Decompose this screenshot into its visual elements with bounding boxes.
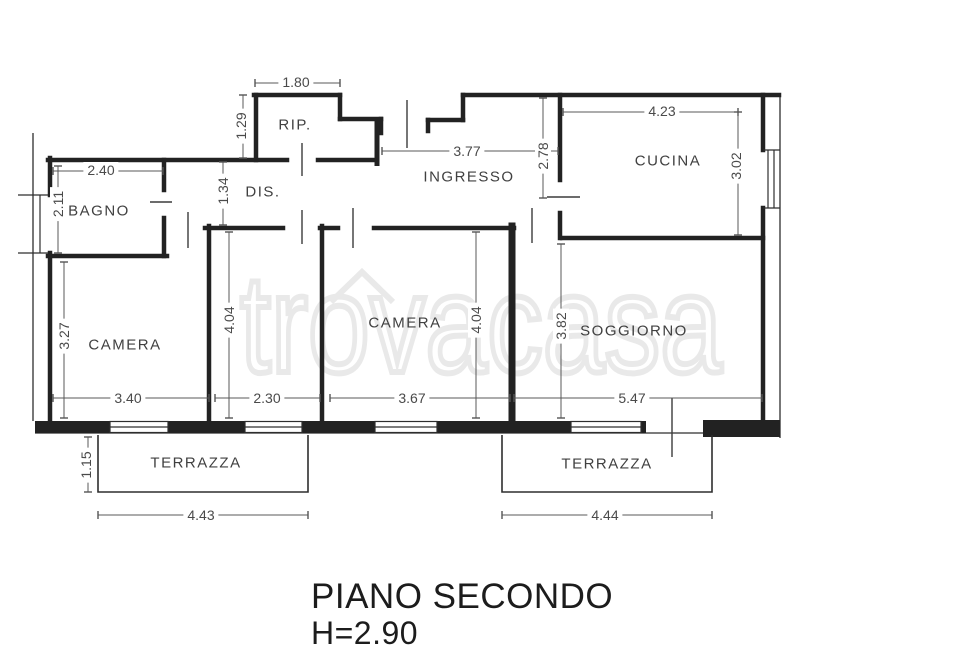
room-label-terrazza-left: TERRAZZA: [150, 454, 242, 472]
dim-bagno-width: 2.40: [83, 162, 119, 178]
dim-terrazza-right-width: 4.44: [587, 507, 623, 523]
room-label-ingresso: INGRESSO: [423, 168, 515, 186]
room-label-soggiorno: SOGGIORNO: [580, 322, 688, 340]
terrazza-left-outline: [97, 435, 309, 493]
window-camera-left: [109, 420, 169, 434]
walls: [45, 92, 782, 424]
dim-dis-width: 1.34: [215, 173, 231, 209]
terraces: [97, 435, 713, 493]
doors: [150, 100, 673, 457]
window-bagno-left: [18, 194, 48, 254]
window-cucina-right: [763, 149, 780, 209]
windows: [18, 149, 780, 434]
dim-terrazza-left-width: 4.43: [183, 507, 219, 523]
dim-middle-height: 4.04: [221, 302, 237, 338]
room-label-camera-left: CAMERA: [88, 336, 162, 354]
terrazza-right-outline: [501, 435, 713, 493]
dim-middle-width: 2.30: [249, 390, 285, 406]
watermark-house-roof-icon: [328, 267, 396, 305]
room-label-camera-mid: CAMERA: [368, 314, 442, 332]
dim-cucina-width: 4.23: [644, 103, 680, 119]
bottom-wall: [35, 420, 780, 437]
dim-bagno-height: 2.11: [50, 186, 66, 222]
window-middle-room: [244, 420, 303, 434]
window-soggiorno: [570, 420, 642, 434]
room-label-rip: RIP.: [278, 116, 312, 134]
dim-camera-left-width: 3.40: [110, 390, 146, 406]
window-camera-mid: [374, 420, 438, 434]
floor-height: H=2.90: [311, 615, 419, 651]
dim-camera-mid-width: 3.67: [394, 390, 430, 406]
dim-camera-mid-height: 4.04: [468, 302, 484, 338]
dim-soggiorno-height: 3.82: [553, 308, 569, 344]
room-label-cucina: CUCINA: [634, 152, 702, 170]
dim-camera-left-height: 3.27: [56, 318, 72, 354]
dim-cucina-height: 3.02: [728, 148, 744, 184]
dim-soggiorno-width: 5.47: [614, 390, 650, 406]
dim-ingresso-height: 2.78: [535, 138, 551, 174]
room-label-dis: DIS.: [245, 183, 281, 201]
dim-terrazza-left-height: 1.15: [78, 447, 94, 483]
dim-rip-width: 1.80: [278, 74, 314, 90]
room-label-bagno: BAGNO: [68, 202, 130, 220]
floor-title: PIANO SECONDO: [311, 577, 614, 616]
dim-ingresso-width: 3.77: [449, 143, 485, 159]
dim-rip-height: 1.29: [233, 108, 249, 144]
room-label-terrazza-right: TERRAZZA: [561, 455, 653, 473]
